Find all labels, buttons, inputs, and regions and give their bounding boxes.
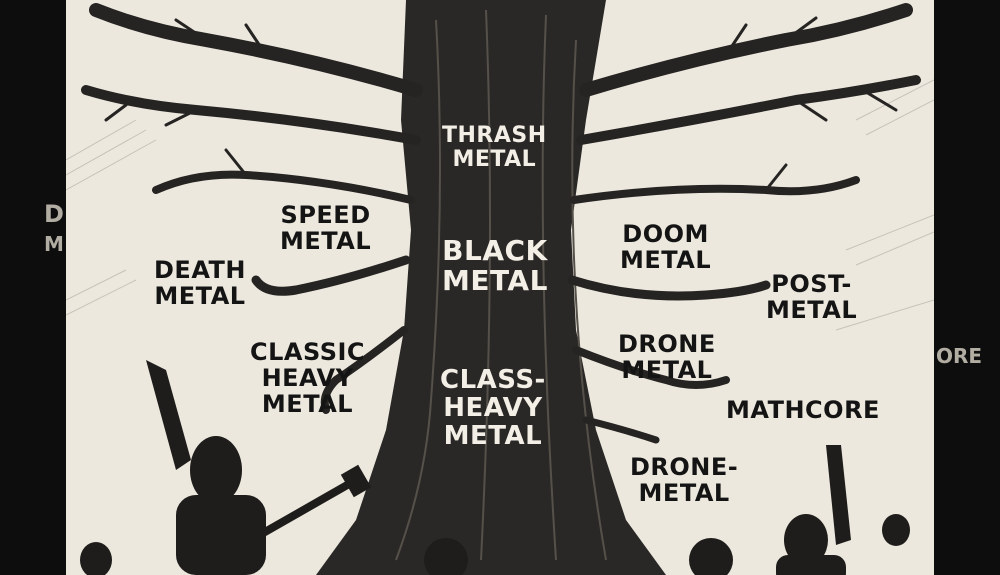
label-speed-metal: SPEED METAL <box>280 201 372 255</box>
left-fragment-m: M <box>44 232 64 256</box>
label-doom-metal: DOOM METAL <box>620 220 712 274</box>
tree-twigs <box>104 16 898 192</box>
right-fragment-ore: ORE <box>936 344 983 368</box>
label-death-metal: DEATH METAL <box>154 256 246 310</box>
tree-illustration <box>66 0 934 575</box>
label-black-metal: BLACK METAL <box>442 234 548 298</box>
label-post-metal: POST- METAL <box>766 270 858 324</box>
label-class-heavy-metal: CLASS- HEAVY METAL <box>440 365 546 452</box>
bark-texture <box>395 9 607 561</box>
label-thrash-metal: THRASH METAL <box>442 123 547 172</box>
label-drone-metal: DRONE METAL <box>618 330 716 384</box>
label-drone-metal-2: DRONE- METAL <box>630 453 739 507</box>
illustration-canvas: THRASH METAL BLACK METAL CLASS- HEAVY ME… <box>66 0 934 575</box>
left-dark-panel: D M <box>0 0 66 575</box>
left-fragment-d: D <box>44 200 64 228</box>
label-classic-heavy-metal: CLASSIC HEAVY METAL <box>250 338 366 418</box>
label-mathcore: MATHCORE <box>726 396 880 424</box>
tree-branches <box>81 3 921 444</box>
right-dark-panel: ORE <box>934 0 1000 575</box>
crowd <box>80 360 910 575</box>
sky-hatching <box>66 79 934 331</box>
guitar <box>214 464 372 564</box>
